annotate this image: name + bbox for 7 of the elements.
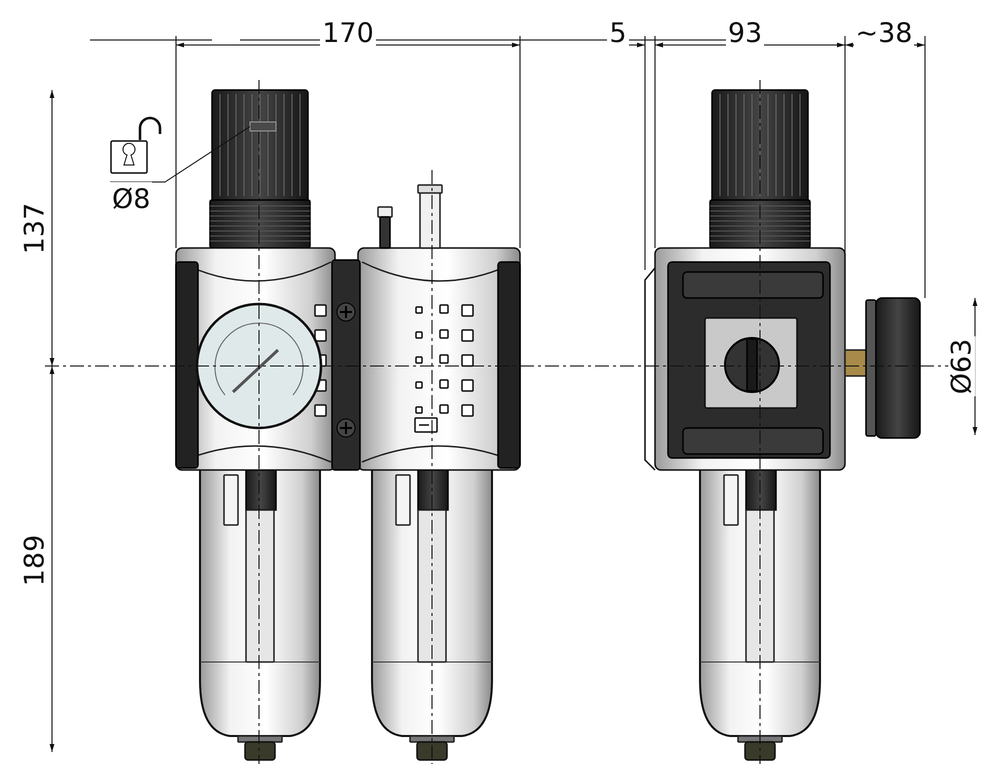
leader-line (110, 126, 250, 182)
dimension-value: ~38 (854, 20, 914, 46)
dimension-value: 170 (320, 20, 376, 46)
knob-slot (250, 122, 276, 132)
dimension-value: 5 (607, 20, 629, 46)
dimension-value: 93 (726, 20, 764, 46)
dimension-value: Ø63 (948, 336, 976, 396)
